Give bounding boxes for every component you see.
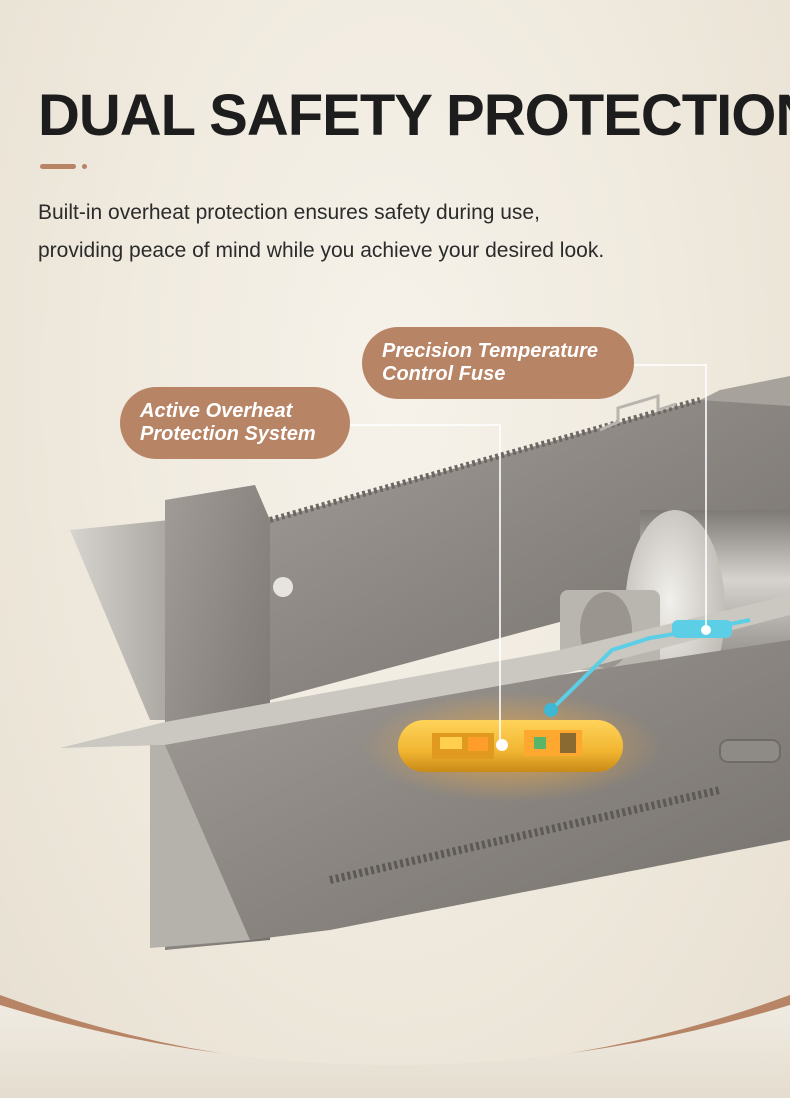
callout-right-line-1: Precision Temperature xyxy=(382,340,599,362)
description-line-1: Built-in overheat protection ensures saf… xyxy=(38,201,540,224)
divider-bar xyxy=(40,164,76,169)
callout-left-line-2: Protection System xyxy=(140,423,316,445)
description-line-2: providing peace of mind while you achiev… xyxy=(38,239,605,262)
callout-right-line-2: Control Fuse xyxy=(382,363,506,385)
description: Built-in overheat protection ensures saf… xyxy=(38,194,758,270)
callout-active-overheat-protection: Active Overheat Protection System xyxy=(120,387,350,459)
callout-left-line-1: Active Overheat xyxy=(140,400,293,422)
page-title: DUAL SAFETY PROTECTION xyxy=(38,83,790,148)
divider-dot xyxy=(82,164,87,169)
callout-temperature-control-fuse: Precision Temperature Control Fuse xyxy=(362,327,634,399)
